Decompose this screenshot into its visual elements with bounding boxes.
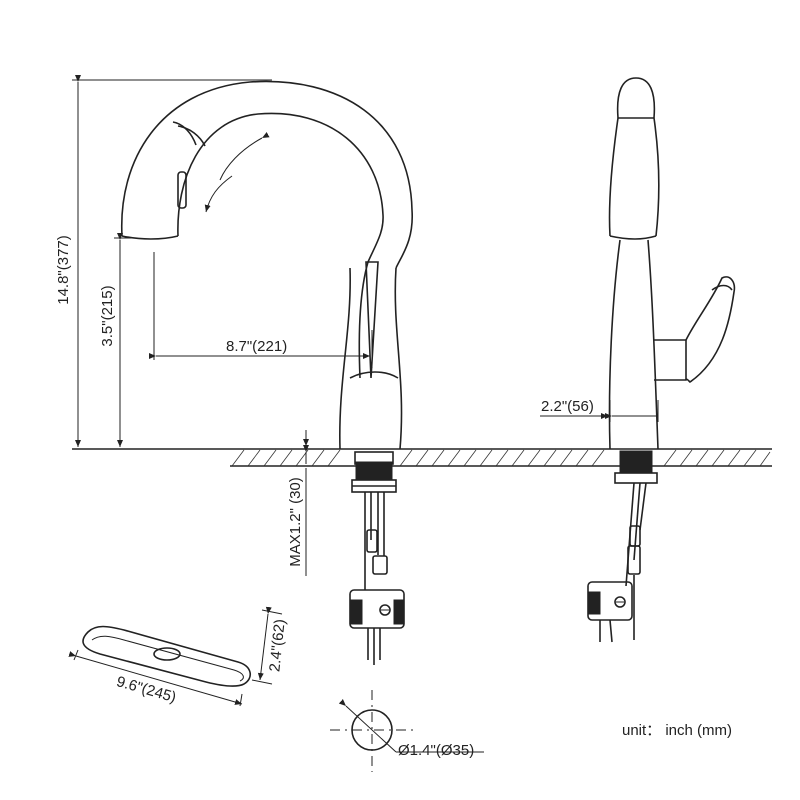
dimension-total-height bbox=[72, 75, 272, 447]
dimension-spout-height bbox=[114, 233, 136, 447]
spout-height-label: 3.5"(215) bbox=[99, 285, 116, 346]
total-height-label: 14.8"(377) bbox=[55, 235, 72, 305]
swivel-arrows bbox=[204, 132, 270, 213]
plate-length-label: 9.6"(245) bbox=[114, 673, 178, 706]
base-width-label: 2.2"(56) bbox=[541, 398, 594, 415]
plate-width-label: 2.4"(62) bbox=[266, 618, 288, 672]
unit-label: unit： inch (mm) bbox=[622, 722, 733, 739]
spout-reach-label: 8.7"(221) bbox=[226, 338, 287, 355]
countertop-hatching bbox=[231, 449, 771, 467]
faucet-front-view bbox=[120, 80, 413, 665]
hole-diameter-label: Ø1.4"(Ø35) bbox=[398, 742, 474, 759]
dimension-spout-reach bbox=[149, 252, 373, 368]
faucet-side-view bbox=[587, 77, 736, 643]
dimension-base-width bbox=[540, 400, 659, 422]
deck-thickness-label: MAX1.2" (30) bbox=[287, 477, 304, 567]
countertop bbox=[72, 448, 772, 467]
mounting-hole bbox=[330, 690, 484, 772]
deck-plate bbox=[68, 606, 283, 707]
